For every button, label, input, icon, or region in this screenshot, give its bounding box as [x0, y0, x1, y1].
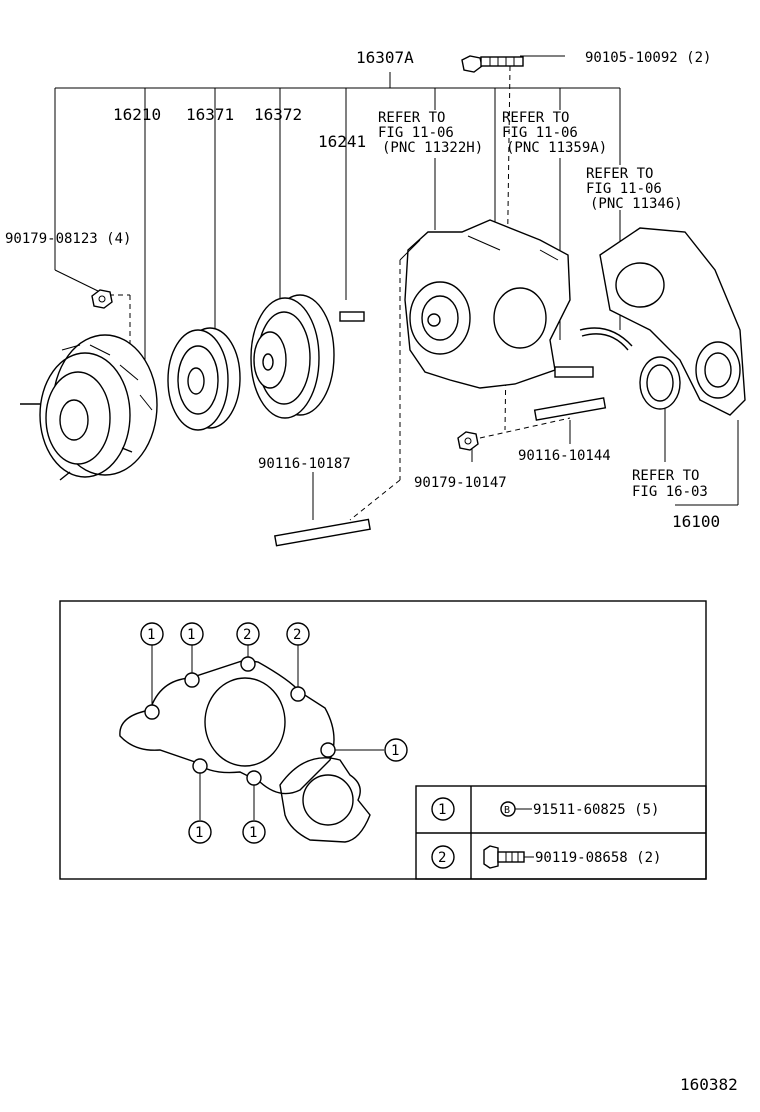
marker-2b: 2 — [286, 622, 310, 646]
gasket-outline — [119, 645, 384, 843]
gasket-arc-icon — [579, 327, 633, 351]
svg-text:2: 2 — [438, 850, 446, 866]
label-90105-10092: 90105-10092 (2) — [585, 50, 711, 66]
svg-text:2: 2 — [293, 627, 301, 643]
label-16372: 16372 — [254, 105, 302, 124]
marker-1a: 1 — [140, 622, 164, 646]
svg-text:REFER TO: REFER TO — [502, 110, 569, 126]
svg-text:REFER TO: REFER TO — [378, 110, 445, 126]
ref-block-11346: REFER TO FIG 11-06 (PNC 11346) — [586, 166, 683, 212]
ref-block-16-03: REFER TO FIG 16-03 — [632, 468, 708, 500]
pulley-icon-16372 — [250, 294, 335, 419]
long-stud-icon — [274, 518, 371, 547]
svg-text:90119-08658 (2): 90119-08658 (2) — [535, 850, 661, 866]
ref-block-11359a: REFER TO FIG 11-06 (PNC 11359A) — [502, 110, 607, 156]
legend-row-1: 1 B 91511-60825 (5) — [431, 797, 659, 821]
svg-text:FIG 11-06: FIG 11-06 — [502, 125, 578, 141]
marker-1b: 1 — [180, 622, 204, 646]
svg-text:(PNC 11359A): (PNC 11359A) — [506, 140, 607, 156]
svg-text:1: 1 — [147, 627, 155, 643]
svg-text:REFER TO: REFER TO — [586, 166, 653, 182]
stud-icon-90116-10144 — [533, 397, 607, 421]
ref-block-11322h: REFER TO FIG 11-06 (PNC 11322H) — [378, 110, 483, 156]
svg-text:1: 1 — [195, 825, 203, 841]
flange-bolt-icon — [483, 845, 525, 869]
label-16100: 16100 — [672, 512, 720, 531]
label-90179-10147: 90179-10147 — [414, 475, 507, 491]
svg-text:2: 2 — [243, 627, 251, 643]
svg-text:1: 1 — [391, 743, 399, 759]
label-90116-10187: 90116-10187 — [258, 456, 351, 472]
svg-text:B: B — [504, 805, 510, 816]
svg-text:REFER TO: REFER TO — [632, 468, 699, 484]
nut-icon-left — [91, 289, 113, 309]
pump-housing-icon — [599, 227, 746, 416]
legend-row-2: 2 90119-08658 (2) — [431, 845, 661, 869]
nut-icon-center — [457, 431, 479, 451]
svg-text:FIG 16-03: FIG 16-03 — [632, 484, 708, 500]
svg-text:91511-60825 (5): 91511-60825 (5) — [533, 802, 659, 818]
water-pump-icon — [399, 219, 594, 389]
label-90179-08123: 90179-08123 (4) — [5, 231, 131, 247]
svg-text:1: 1 — [187, 627, 195, 643]
o-ring-icon — [639, 356, 681, 410]
marker-1c: 1 — [384, 738, 408, 762]
svg-text:1: 1 — [438, 802, 446, 818]
stud-icon-16241 — [339, 311, 365, 322]
label-16210: 16210 — [113, 105, 161, 124]
svg-text:(PNC 11346): (PNC 11346) — [590, 196, 683, 212]
svg-text:(PNC 11322H): (PNC 11322H) — [382, 140, 483, 156]
marker-1e: 1 — [242, 820, 266, 844]
svg-text:FIG 11-06: FIG 11-06 — [586, 181, 662, 197]
svg-text:1: 1 — [249, 825, 257, 841]
figure-number: 160382 — [680, 1075, 738, 1094]
label-90116-10144: 90116-10144 — [518, 448, 611, 464]
label-16371: 16371 — [186, 105, 234, 124]
label-16307a: 16307A — [356, 48, 414, 67]
gasket-detail-frame — [59, 600, 707, 880]
fan-clutch-icon — [20, 334, 158, 481]
label-16241: 16241 — [318, 132, 366, 151]
marker-2a: 2 — [236, 622, 260, 646]
bolt-icon-top — [461, 55, 524, 73]
marker-1d: 1 — [188, 820, 212, 844]
svg-text:FIG 11-06: FIG 11-06 — [378, 125, 454, 141]
legend-table — [415, 785, 707, 880]
pulley-icon-16371 — [167, 327, 241, 431]
